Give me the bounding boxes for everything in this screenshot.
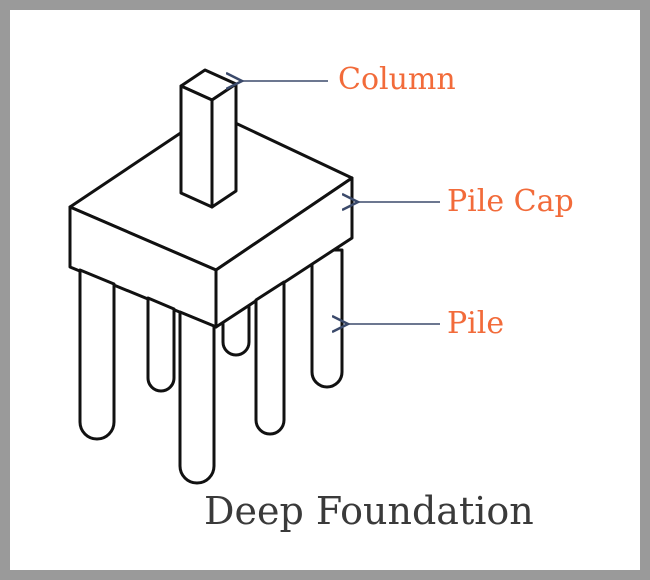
pile-front-right	[254, 280, 286, 436]
pile-front-left-inner	[146, 296, 176, 393]
pile-back-right	[310, 248, 344, 389]
pile-cap-label: Pile Cap	[447, 184, 574, 219]
pile-front-left	[78, 268, 116, 441]
column-front	[179, 84, 214, 209]
pile-label: Pile	[447, 306, 504, 341]
column-label: Column	[338, 62, 456, 97]
diagram-caption: Deep Foundation	[204, 489, 534, 533]
pile-cap-side	[214, 176, 354, 329]
column-side	[210, 82, 238, 209]
pile-front-center	[178, 310, 216, 485]
